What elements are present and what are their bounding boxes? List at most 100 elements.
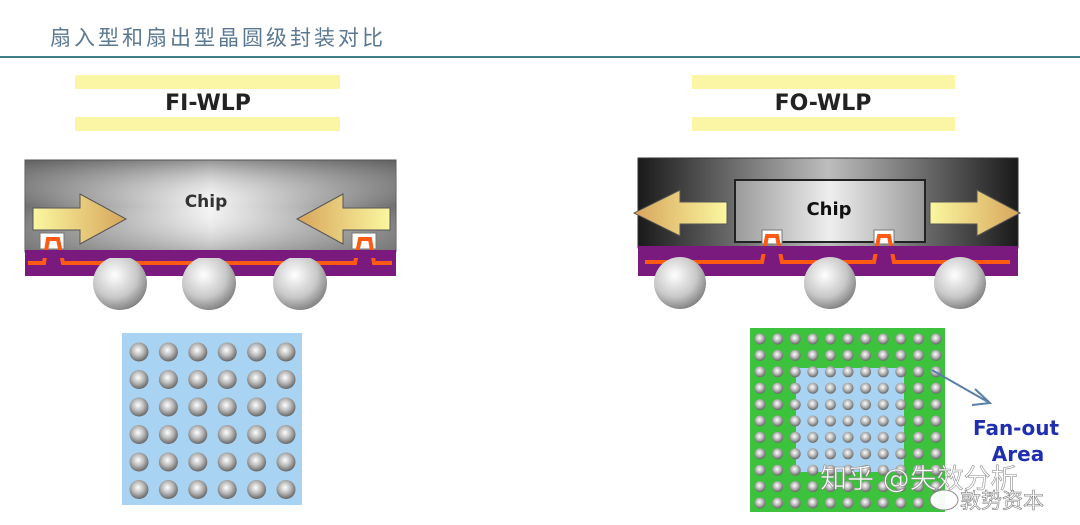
solder-ball <box>930 464 942 476</box>
solder-ball <box>877 481 889 493</box>
solder-bump <box>93 256 147 310</box>
solder-ball <box>807 464 819 476</box>
solder-ball <box>754 481 766 493</box>
watermark-sub: 敦势资本 <box>960 489 1044 513</box>
solder-ball <box>188 370 208 389</box>
fo-ball-grid <box>750 328 945 512</box>
solder-ball <box>276 480 296 499</box>
fo-chip-label: Chip <box>806 199 851 220</box>
solder-ball <box>860 497 872 509</box>
solder-ball <box>754 497 766 509</box>
solder-ball <box>842 399 854 411</box>
solder-ball <box>789 333 801 345</box>
solder-ball <box>754 382 766 394</box>
solder-bump <box>182 256 236 310</box>
solder-ball <box>807 382 819 394</box>
fi-wlp-label: FI-WLP <box>165 91 251 116</box>
solder-ball <box>789 415 801 427</box>
solder-ball <box>158 342 178 362</box>
solder-ball <box>129 480 149 499</box>
solder-ball <box>217 425 237 444</box>
solder-ball <box>842 448 854 460</box>
solder-ball <box>842 415 854 427</box>
solder-ball <box>754 349 766 361</box>
fi-ball-grid <box>122 333 302 505</box>
fan-out-arrow-right <box>929 189 1022 237</box>
solder-ball <box>789 497 801 509</box>
solder-ball <box>930 399 942 411</box>
solder-ball <box>860 382 872 394</box>
solder-ball <box>129 425 149 444</box>
solder-ball <box>807 497 819 509</box>
solder-ball <box>824 366 836 378</box>
solder-ball <box>877 382 889 394</box>
solder-ball <box>129 452 149 472</box>
solder-ball <box>772 415 784 427</box>
solder-ball <box>912 497 924 509</box>
solder-ball <box>772 399 784 411</box>
solder-ball <box>895 399 907 411</box>
solder-ball <box>824 333 836 345</box>
solder-ball <box>188 452 208 472</box>
solder-ball <box>860 366 872 378</box>
solder-ball <box>789 366 801 378</box>
solder-ball <box>754 464 766 476</box>
solder-ball <box>188 397 208 417</box>
solder-ball <box>772 481 784 493</box>
watermark: 知乎 @失效分析 敦势资本 <box>820 464 1045 514</box>
solder-ball <box>930 481 942 493</box>
solder-ball <box>772 431 784 443</box>
solder-ball <box>860 415 872 427</box>
solder-ball <box>754 399 766 411</box>
solder-ball <box>789 382 801 394</box>
solder-ball <box>895 497 907 509</box>
solder-ball <box>247 480 267 499</box>
solder-ball <box>895 333 907 345</box>
solder-ball <box>912 382 924 394</box>
solder-ball <box>807 399 819 411</box>
solder-ball <box>824 448 836 460</box>
solder-ball <box>217 342 237 362</box>
solder-ball <box>895 431 907 443</box>
fan-out-callout: Fan-out Area <box>931 369 1059 466</box>
solder-ball <box>789 481 801 493</box>
fan-out-label-line2: Area <box>992 442 1044 466</box>
solder-ball <box>912 399 924 411</box>
solder-ball <box>807 431 819 443</box>
solder-ball <box>842 366 854 378</box>
solder-ball <box>824 431 836 443</box>
solder-ball <box>754 333 766 345</box>
solder-ball <box>842 382 854 394</box>
solder-ball <box>807 333 819 345</box>
fo-wlp-banner: FO-WLP <box>692 75 955 131</box>
solder-ball <box>772 349 784 361</box>
solder-ball <box>930 333 942 345</box>
solder-ball <box>860 464 872 476</box>
solder-ball <box>247 397 267 417</box>
solder-ball <box>789 399 801 411</box>
fan-in-arrow-right <box>295 193 391 245</box>
solder-ball <box>877 366 889 378</box>
solder-ball <box>276 425 296 444</box>
solder-ball <box>860 349 872 361</box>
solder-ball <box>895 464 907 476</box>
solder-ball <box>842 349 854 361</box>
solder-ball <box>807 448 819 460</box>
solder-ball <box>895 448 907 460</box>
watermark-text: 知乎 @失效分析 <box>820 464 1018 495</box>
solder-ball <box>754 366 766 378</box>
solder-ball <box>860 448 872 460</box>
solder-ball <box>895 366 907 378</box>
solder-ball <box>158 452 178 472</box>
solder-ball <box>807 481 819 493</box>
solder-ball <box>895 382 907 394</box>
solder-ball <box>895 349 907 361</box>
solder-ball <box>188 425 208 444</box>
solder-ball <box>217 480 237 499</box>
solder-ball <box>912 349 924 361</box>
solder-ball <box>877 497 889 509</box>
solder-ball <box>912 415 924 427</box>
solder-ball <box>807 349 819 361</box>
fan-in-arrow-left <box>32 193 128 245</box>
